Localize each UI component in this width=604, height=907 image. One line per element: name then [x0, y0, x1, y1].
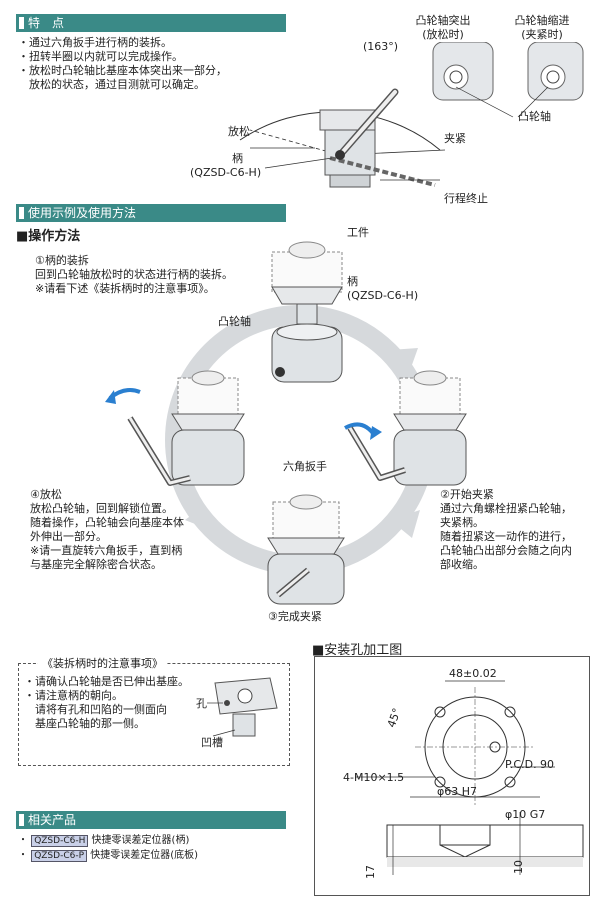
cam-detail-illustration — [432, 42, 584, 118]
step4-line: ※请一直旋转六角扳手，直到柄 — [30, 544, 183, 557]
features-bullets: ・通过六角扳手进行柄的装拆。 ・扭转半圈以内就可以完成操作。 ・放松时凸轮轴比基… — [18, 36, 227, 92]
label-cam: 凸轮轴 — [518, 110, 551, 123]
step1-text: ①柄的装拆 回到凸轮轴放松时的状态进行柄的装拆。 ※请看下述《装拆柄时的注意事项… — [35, 254, 233, 296]
step2-line: 凸轮轴凸出部分会随之向内 — [440, 544, 572, 557]
cam-protrude-sub: (放松时) — [422, 28, 464, 41]
step1-unit — [271, 241, 343, 383]
dim-pin: φ10 G7 — [505, 808, 546, 821]
label-stroke-end: 行程终止 — [444, 192, 488, 205]
step4-line: 与基座完全解除密合状态。 — [30, 558, 162, 571]
step4-title: ④放松 — [30, 488, 62, 501]
related-item[interactable]: ・ QZSD-C6-H 快捷零误差定位器(柄) — [18, 835, 190, 847]
usage-heading: ■操作方法 — [16, 229, 81, 244]
label-handle-model: (QZSD-C6-H) — [190, 166, 262, 179]
step4-text: ④放松 放松凸轮轴，回到解锁位置。 随着操作，凸轮轴会向基座本体 外伸出一部分。… — [30, 488, 184, 572]
step2-title: ②开始夹紧 — [440, 488, 494, 501]
related-code-badge[interactable]: QZSD-C6-P — [31, 850, 88, 862]
features-bar: 特 点 — [16, 14, 286, 32]
step2-line: 通过六角螺栓扭紧凸轮轴， — [440, 502, 572, 515]
step2-line: 夹紧柄。 — [440, 516, 484, 529]
step3-text: ③完成夹紧 — [268, 610, 322, 623]
step2-text: ②开始夹紧 通过六角螺栓扭紧凸轮轴， 夹紧柄。 随着扭紧这一动作的进行， 凸轮轴… — [440, 488, 572, 572]
dim-17: 17 — [364, 865, 377, 879]
label-handle-model-2: (QZSD-C6-H) — [347, 289, 419, 302]
mounting-heading: ■安装孔加工图 — [312, 643, 403, 658]
cam-retract-title: 凸轮轴缩进 — [514, 14, 570, 27]
related-code-badge[interactable]: QZSD-C6-H — [31, 835, 89, 847]
step2-line: 部收缩。 — [440, 558, 484, 571]
feature-line: ・放松时凸轮轴比基座本体突出来一部分， — [18, 64, 227, 77]
label-hex-wrench: 六角扳手 — [283, 460, 327, 473]
label-clamp: 夹紧 — [444, 132, 466, 145]
step2-unit — [344, 370, 467, 486]
step3-unit — [267, 494, 345, 605]
label-loosen: 放松 — [228, 125, 250, 138]
features-bar-title: 特 点 — [28, 16, 65, 30]
label-handle: 柄 — [232, 152, 243, 165]
notes-line: ・请注意柄的朝向。 — [24, 689, 123, 702]
notes-line: 基座凸轮轴的那一侧。 — [24, 717, 145, 730]
step2-line: 随着扭紧这一动作的进行， — [440, 530, 572, 543]
feature-line: ・扭转半圈以内就可以完成操作。 — [18, 50, 183, 63]
notes-title: 《装拆柄时的注意事项》 — [38, 657, 167, 671]
label-handle-2: 柄 — [347, 275, 358, 288]
label-workpiece: 工件 — [347, 226, 369, 239]
related-item-name: 快捷零误差定位器(柄) — [91, 835, 190, 846]
usage-bar-title: 使用示例及使用方法 — [28, 206, 137, 220]
label-cam-2: 凸轮轴 — [218, 315, 251, 328]
feature-line: ・通过六角扳手进行柄的装拆。 — [18, 36, 172, 49]
step4-line: 放松凸轮轴，回到解锁位置。 — [30, 502, 173, 515]
label-groove: 凹槽 — [201, 736, 223, 749]
step4-line: 外伸出一部分。 — [30, 530, 107, 543]
cam-protrude-title: 凸轮轴突出 — [415, 14, 471, 27]
related-item[interactable]: ・ QZSD-C6-P 快捷零误差定位器(底板) — [18, 850, 199, 862]
feature-line: 放松的状态，通过目测就可以确定。 — [18, 78, 205, 91]
step4-unit — [105, 370, 245, 486]
related-bar: 相关产品 — [16, 811, 286, 829]
handle-rotation-diagram — [239, 88, 446, 188]
angle-label: (163°) — [363, 40, 399, 53]
dim-thread: 4-M10×1.5 — [343, 771, 405, 784]
step1-note: ※请看下述《装拆柄时的注意事项》。 — [35, 282, 215, 295]
related-bar-title: 相关产品 — [28, 813, 77, 827]
step1-line: 回到凸轮轴放松时的状态进行柄的装拆。 — [35, 268, 233, 281]
dim-pcd: P.C.D. 90 — [505, 758, 555, 771]
mounting-drawing — [355, 680, 584, 875]
notes-line: ・请确认凸轮轴是否已伸出基座。 — [24, 675, 189, 688]
related-item-name: 快捷零误差定位器(底板) — [90, 850, 199, 861]
notes-line: 请将有孔和凹陷的一侧面向 — [24, 703, 167, 716]
step1-title: ①柄的装拆 — [35, 254, 89, 267]
cam-retract-sub: (夹紧时) — [521, 28, 563, 41]
dim-10: 10 — [512, 860, 525, 874]
mounting-frame — [314, 656, 590, 896]
usage-bar: 使用示例及使用方法 — [16, 204, 286, 222]
cam-protrude-caption: 凸轮轴突出 (放松时) — [413, 14, 473, 42]
dim-width: 48±0.02 — [449, 667, 497, 680]
notes-lines: ・请确认凸轮轴是否已伸出基座。 ・请注意柄的朝向。 请将有孔和凹陷的一侧面向 基… — [24, 675, 189, 731]
cam-retract-caption: 凸轮轴缩进 (夹紧时) — [512, 14, 572, 42]
label-hole: 孔 — [196, 697, 207, 710]
step4-line: 随着操作，凸轮轴会向基座本体 — [30, 516, 184, 529]
dim-bore: φ63 H7 — [437, 785, 478, 798]
handle-detail-illustration — [207, 677, 278, 737]
